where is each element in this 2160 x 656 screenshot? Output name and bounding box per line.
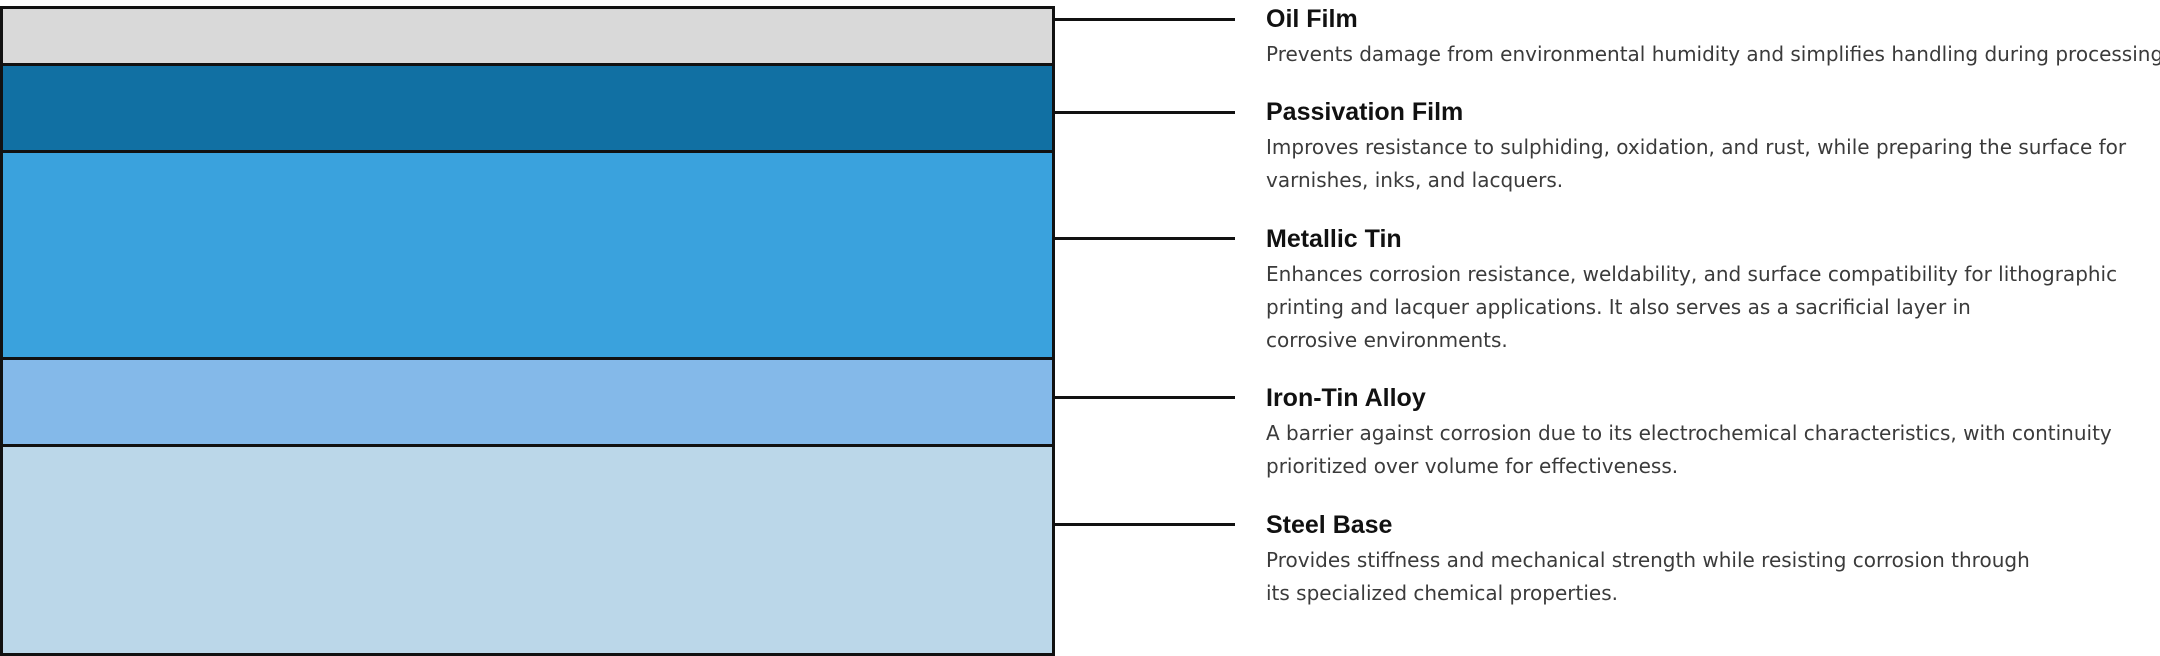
layer-title: Iron-Tin Alloy: [1266, 384, 1426, 412]
layer-iron-tin-alloy: [0, 357, 1055, 447]
description-line: its specialized chemical properties.: [1266, 581, 1618, 605]
label-steel-base: Steel Base Provides stiffness and mechan…: [1266, 510, 2146, 610]
layer-steel-base: [0, 444, 1055, 656]
description-line: Prevents damage from environmental humid…: [1266, 42, 2160, 66]
layer-description: Improves resistance to sulphiding, oxida…: [1266, 131, 2146, 197]
label-oil-film: Oil Film Prevents damage from environmen…: [1266, 4, 2160, 71]
layer-title: Passivation Film: [1266, 98, 1464, 126]
label-metallic-tin: Metallic Tin Enhances corrosion resistan…: [1266, 224, 2146, 357]
label-passivation-film: Passivation Film Improves resistance to …: [1266, 97, 2146, 197]
description-line: Provides stiffness and mechanical streng…: [1266, 548, 2030, 572]
description-line: Improves resistance to sulphiding, oxida…: [1266, 135, 2127, 159]
connector-passivation-film: [1055, 111, 1235, 114]
description-line: corrosive environments.: [1266, 328, 1508, 352]
layer-title: Metallic Tin: [1266, 225, 1402, 253]
description-line: printing and lacquer applications. It al…: [1266, 295, 1971, 319]
connector-steel-base: [1055, 523, 1235, 526]
description-line: prioritized over volume for effectivenes…: [1266, 454, 1679, 478]
description-line: varnishes, inks, and lacquers.: [1266, 168, 1564, 192]
layer-description: A barrier against corrosion due to its e…: [1266, 417, 2146, 483]
connector-oil-film: [1055, 18, 1235, 21]
layer-metallic-tin: [0, 150, 1055, 360]
layer-stack: [0, 6, 1055, 656]
layer-oil-film: [0, 6, 1055, 66]
description-line: Enhances corrosion resistance, weldabili…: [1266, 262, 2118, 286]
layer-description: Prevents damage from environmental humid…: [1266, 38, 2160, 71]
layer-title: Oil Film: [1266, 5, 1358, 33]
layer-description: Enhances corrosion resistance, weldabili…: [1266, 258, 2146, 357]
connector-iron-tin-alloy: [1055, 396, 1235, 399]
layer-title: Steel Base: [1266, 511, 1393, 539]
layer-passivation-film: [0, 63, 1055, 153]
description-line: A barrier against corrosion due to its e…: [1266, 421, 2112, 445]
connector-metallic-tin: [1055, 237, 1235, 240]
label-iron-tin-alloy: Iron-Tin Alloy A barrier against corrosi…: [1266, 383, 2146, 483]
layer-description: Provides stiffness and mechanical streng…: [1266, 544, 2146, 610]
